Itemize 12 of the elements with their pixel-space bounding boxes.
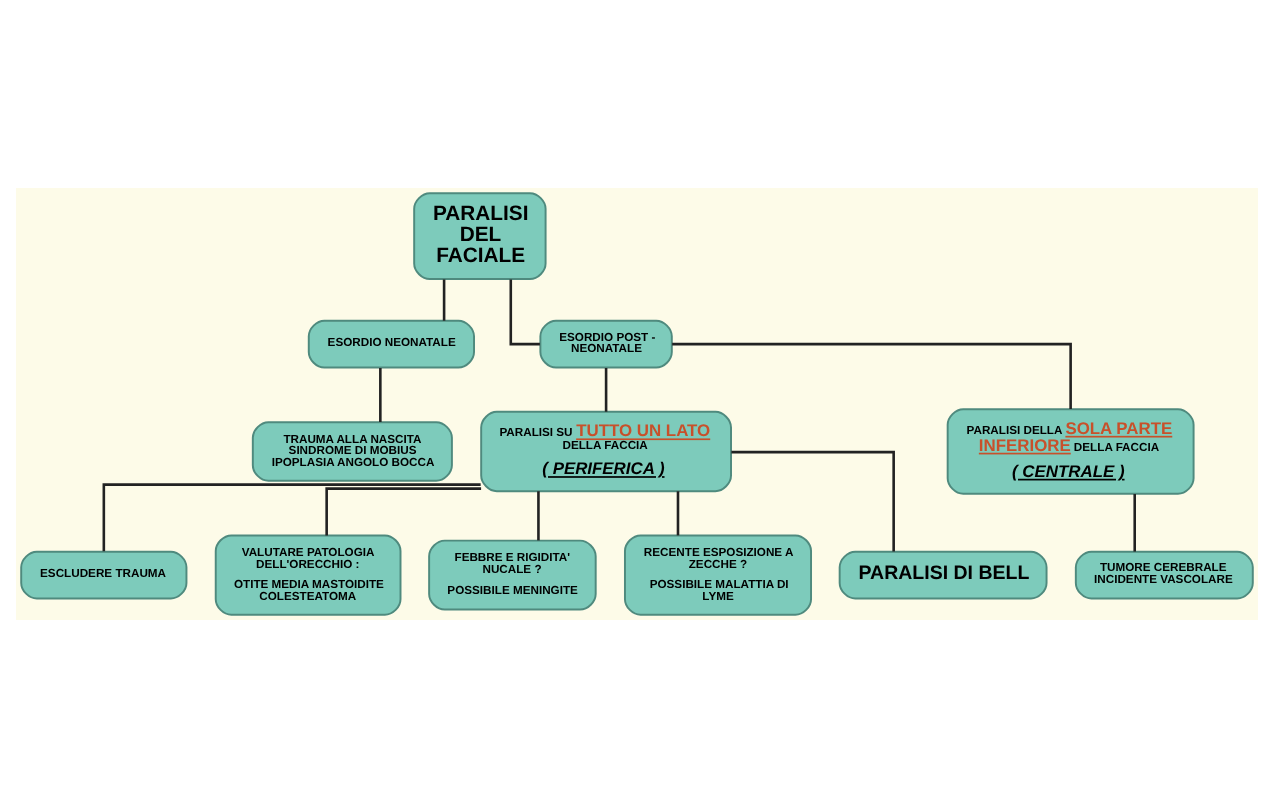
connector [604,366,608,411]
connector [676,490,680,535]
connector [672,341,1072,409]
node-box: PARALISI DI BELL [838,549,1048,599]
connector [1133,493,1136,551]
connector [379,366,382,421]
connector [325,486,482,535]
connector [102,482,481,551]
connector [537,490,540,540]
connector [442,278,446,320]
connector [731,449,895,551]
node-box: PARALISI DEL FACIALE [413,191,547,280]
